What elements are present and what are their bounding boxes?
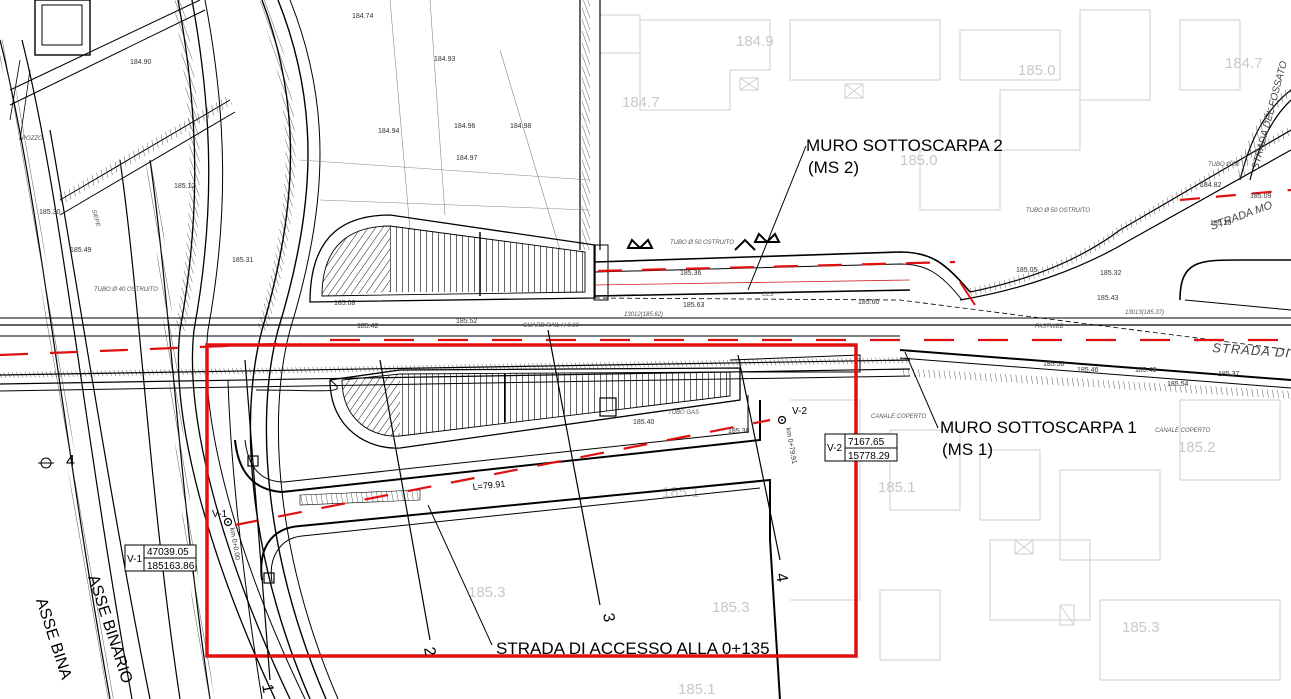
svg-text:km 0+79.91: km 0+79.91 bbox=[784, 427, 797, 465]
svg-text:V-1: V-1 bbox=[127, 554, 142, 565]
svg-text:185.36: 185.36 bbox=[680, 270, 702, 277]
svg-text:185.60: 185.60 bbox=[858, 299, 880, 306]
svg-text:L=79.91: L=79.91 bbox=[472, 479, 506, 492]
svg-text:185.2: 185.2 bbox=[1178, 439, 1216, 456]
svg-text:13013(185.37): 13013(185.37) bbox=[1125, 310, 1164, 316]
svg-text:TUBO Ø 40 OSTRUITO: TUBO Ø 40 OSTRUITO bbox=[94, 287, 158, 293]
svg-text:185.48: 185.48 bbox=[1135, 367, 1157, 374]
svg-text:185.3: 185.3 bbox=[468, 584, 506, 601]
svg-text:TUBO GAS: TUBO GAS bbox=[668, 410, 699, 416]
svg-text:185.0: 185.0 bbox=[1018, 62, 1056, 79]
svg-text:184.98: 184.98 bbox=[510, 123, 532, 130]
svg-text:CLS: CLS bbox=[762, 292, 774, 298]
callout-leaders bbox=[427, 145, 939, 646]
svg-text:7167.65: 7167.65 bbox=[848, 437, 885, 448]
section-3: 3 bbox=[599, 612, 617, 624]
section-1: 1 bbox=[258, 683, 276, 695]
svg-text:13012(185.62): 13012(185.62) bbox=[624, 312, 663, 318]
svg-text:15778.29: 15778.29 bbox=[848, 451, 890, 462]
svg-text:185.05: 185.05 bbox=[1016, 267, 1038, 274]
survey-point-v1: V-1 km 0+0.00 V-1 47039.05 185163.86 bbox=[124, 509, 241, 572]
svg-text:POZZO: POZZO bbox=[22, 136, 43, 142]
svg-text:185.63: 185.63 bbox=[683, 302, 705, 309]
utility-annotations: 13012(185.62) 13013(185.37) TUBO Ø 50 OS… bbox=[22, 136, 1240, 434]
svg-text:TUBO Ø 50: TUBO Ø 50 bbox=[1208, 162, 1240, 168]
svg-text:CANALE COPERTO: CANALE COPERTO bbox=[1155, 428, 1210, 434]
svg-text:184.94: 184.94 bbox=[378, 128, 400, 135]
svg-text:185.1: 185.1 bbox=[878, 479, 916, 496]
svg-text:V-1: V-1 bbox=[212, 509, 227, 520]
svg-text:184.74: 184.74 bbox=[352, 13, 374, 20]
svg-text:185.37: 185.37 bbox=[1218, 371, 1240, 378]
access-road-label: STRADA DI ACCESSO ALLA 0+135 bbox=[496, 639, 770, 658]
svg-text:185.38: 185.38 bbox=[728, 428, 750, 435]
svg-text:185.54: 185.54 bbox=[1167, 381, 1189, 388]
background-buildings bbox=[599, 9, 1281, 681]
ms1-code: (MS 1) bbox=[942, 440, 993, 459]
svg-text:185.12: 185.12 bbox=[174, 183, 196, 190]
elevation-labels: 184.74 184.90 184.93 184.94 184.96 184.9… bbox=[39, 13, 1272, 435]
svg-text:185.1: 185.1 bbox=[678, 681, 716, 698]
svg-text:47039.05: 47039.05 bbox=[147, 547, 189, 558]
svg-text:185.42: 185.42 bbox=[357, 323, 379, 330]
access-road bbox=[227, 379, 781, 699]
section-lines bbox=[244, 329, 781, 681]
svg-text:ASSE BINA: ASSE BINA bbox=[32, 596, 74, 682]
svg-text:184.96: 184.96 bbox=[454, 123, 476, 130]
svg-text:185.43: 185.43 bbox=[1097, 295, 1119, 302]
section-numbers: 1 2 3 4 4 bbox=[38, 453, 790, 695]
wall-symbols bbox=[626, 232, 781, 251]
svg-text:185.32: 185.32 bbox=[1100, 270, 1122, 277]
svg-text:184.82: 184.82 bbox=[1200, 182, 1222, 189]
svg-text:V-2: V-2 bbox=[792, 406, 807, 417]
ms2-code: (MS 2) bbox=[808, 158, 859, 177]
svg-text:185.50: 185.50 bbox=[1043, 361, 1065, 368]
svg-text:185.3: 185.3 bbox=[712, 599, 750, 616]
svg-text:FASTWEB: FASTWEB bbox=[1035, 324, 1064, 330]
svg-text:185.3: 185.3 bbox=[1122, 619, 1160, 636]
svg-text:TUBO Ø 50 OSTRUITO: TUBO Ø 50 OSTRUITO bbox=[670, 240, 734, 246]
retaining-wall-ms2 bbox=[309, 214, 609, 303]
svg-text:185.52: 185.52 bbox=[456, 318, 478, 325]
svg-text:185.46: 185.46 bbox=[1077, 367, 1099, 374]
svg-text:185.0: 185.0 bbox=[900, 152, 938, 169]
callout-labels: MURO SOTTOSCARPA 2 (MS 2) MURO SOTTOSCAR… bbox=[496, 136, 1137, 658]
svg-text:185.30: 185.30 bbox=[39, 209, 61, 216]
survey-point-v2: V-2 km 0+79.91 V-2 7167.65 15778.29 bbox=[777, 406, 898, 465]
svg-text:ASSE BINARIO: ASSE BINARIO bbox=[84, 573, 135, 686]
section-2: 2 bbox=[420, 646, 438, 658]
section-4: 4 bbox=[772, 572, 790, 584]
svg-text:185.08: 185.08 bbox=[334, 300, 356, 307]
svg-text:CANALE COPERTO: CANALE COPERTO bbox=[871, 414, 926, 420]
svg-text:185.40: 185.40 bbox=[633, 419, 655, 426]
svg-text:184.93: 184.93 bbox=[434, 56, 456, 63]
svg-text:184.90: 184.90 bbox=[130, 59, 152, 66]
svg-text:km 0+0.00: km 0+0.00 bbox=[228, 527, 241, 561]
svg-text:184.7: 184.7 bbox=[1225, 55, 1263, 72]
svg-text:V-2: V-2 bbox=[827, 443, 842, 454]
svg-text:TUBO Ø 50 OSTRUITO: TUBO Ø 50 OSTRUITO bbox=[1026, 208, 1090, 214]
svg-text:185.49: 185.49 bbox=[70, 247, 92, 254]
upper-road bbox=[594, 86, 1291, 311]
svg-text:185.31: 185.31 bbox=[232, 257, 254, 264]
svg-text:184.7: 184.7 bbox=[622, 94, 660, 111]
svg-text:184.97: 184.97 bbox=[456, 155, 478, 162]
svg-text:185.20: 185.20 bbox=[1210, 220, 1232, 227]
main-tracks bbox=[0, 297, 1291, 399]
svg-text:185163.86: 185163.86 bbox=[147, 561, 195, 572]
svg-text:184.9: 184.9 bbox=[736, 33, 774, 50]
svg-text:STRADA DI: STRADA DI bbox=[1212, 340, 1291, 360]
section-4-left: 4 bbox=[66, 453, 75, 470]
highlight-frame bbox=[205, 343, 858, 658]
svg-text:GUARD RAIL H 0.60: GUARD RAIL H 0.60 bbox=[523, 323, 580, 329]
svg-text:SIEPE: SIEPE bbox=[90, 209, 101, 229]
ms1-label: MURO SOTTOSCARPA 1 bbox=[940, 418, 1137, 437]
svg-text:185.09: 185.09 bbox=[1250, 193, 1272, 200]
ms2-label: MURO SOTTOSCARPA 2 bbox=[806, 136, 1003, 155]
svg-text:STRADA MO: STRADA MO bbox=[1209, 199, 1275, 233]
